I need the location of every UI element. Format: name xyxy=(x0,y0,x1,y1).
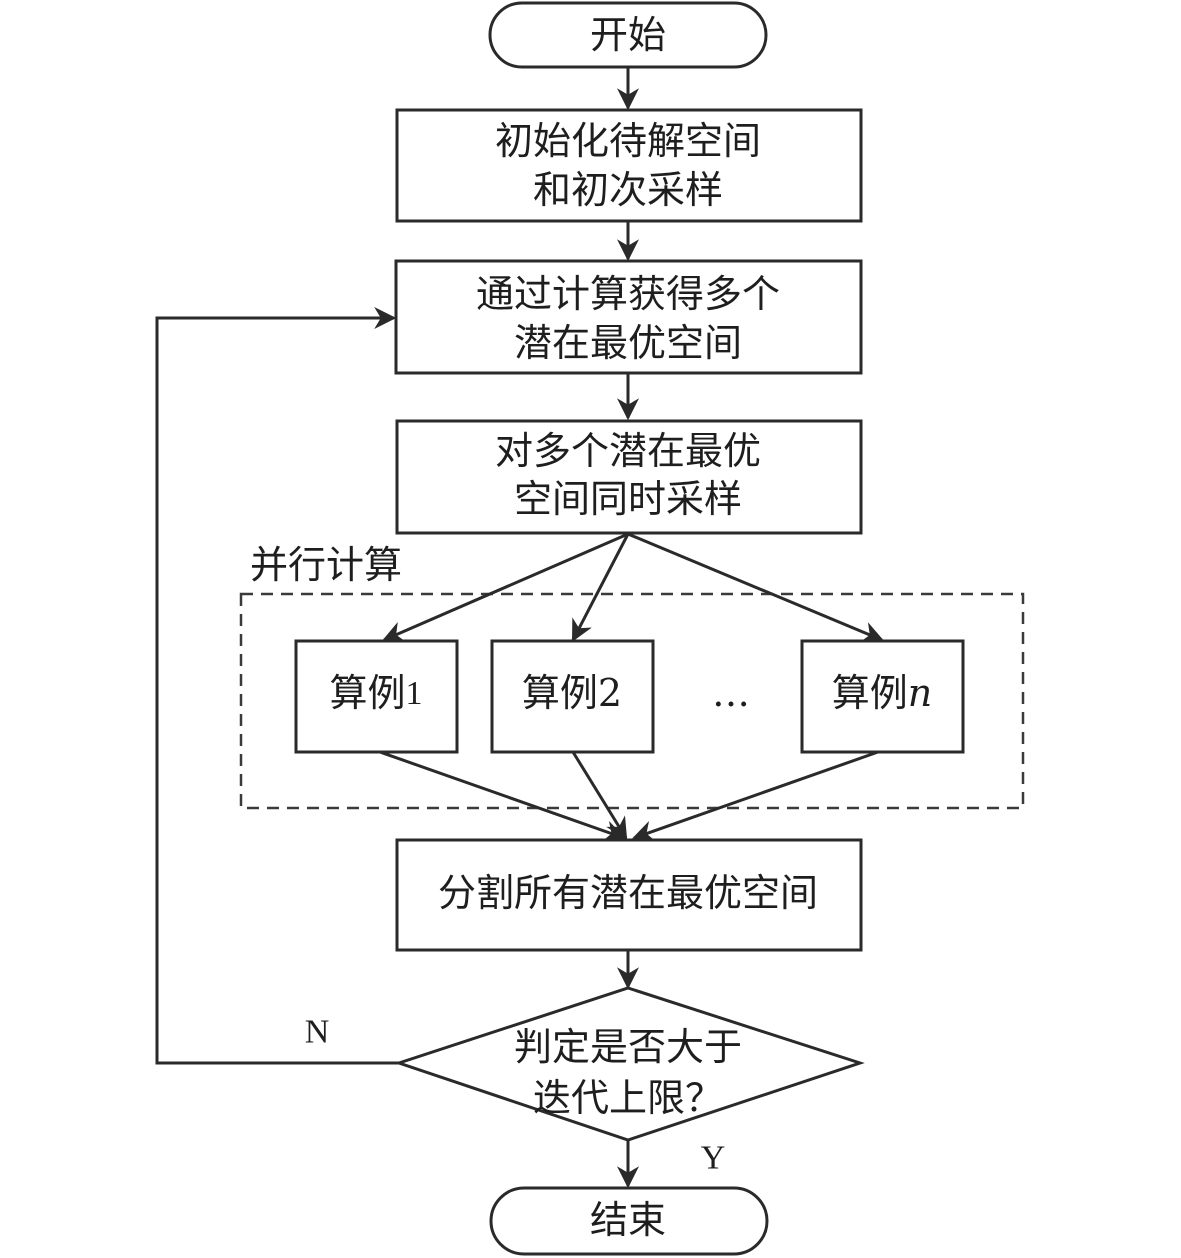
start-label: 开始 xyxy=(590,13,666,57)
parallel-label: 并行计算 xyxy=(250,543,402,587)
case-1-label: 算例1 xyxy=(329,671,422,715)
start-node: 开始 xyxy=(488,1,768,69)
init-node: 初始化待解空间 和初次采样 xyxy=(395,108,863,223)
sample-label-line2: 空间同时采样 xyxy=(514,477,742,521)
init-label-line2: 和初次采样 xyxy=(533,168,723,212)
sample-label-line1: 对多个潜在最优 xyxy=(495,429,761,473)
case-node-2: 算例2 xyxy=(490,639,655,754)
decision-label-line2: 迭代上限？ xyxy=(533,1076,723,1120)
decision-node: 判定是否大于 迭代上限？ xyxy=(394,986,865,1142)
arrow-sample-to-casen xyxy=(627,532,885,643)
end-label: 结束 xyxy=(590,1198,666,1242)
case-2-label: 算例2 xyxy=(522,671,622,715)
ellipsis: … xyxy=(712,671,750,715)
yes-label: Y xyxy=(701,1140,726,1177)
split-node: 分割所有潜在最优空间 xyxy=(395,838,863,952)
compute-node: 通过计算获得多个 潜在最优空间 xyxy=(394,259,863,375)
case-n-label: 算例n xyxy=(832,671,933,715)
arrow-case1-to-split xyxy=(379,750,627,842)
compute-label-line2: 潜在最优空间 xyxy=(514,321,742,365)
case-node-1: 算例1 xyxy=(294,639,459,754)
compute-label-line1: 通过计算获得多个 xyxy=(476,272,780,316)
case-node-n: 算例n xyxy=(800,639,965,754)
arrow-sample-to-case1 xyxy=(381,532,629,643)
arrow-sample-to-case2 xyxy=(571,533,630,642)
arrow-no-loop-back xyxy=(155,307,399,1065)
init-label-line1: 初始化待解空间 xyxy=(495,119,761,163)
arrow-case2-to-split xyxy=(571,751,628,840)
arrow-casen-to-split xyxy=(631,750,879,842)
end-node: 结束 xyxy=(489,1186,769,1256)
sample-node: 对多个潜在最优 空间同时采样 xyxy=(395,419,863,535)
no-label: N xyxy=(305,1014,330,1051)
decision-label-line1: 判定是否大于 xyxy=(514,1025,742,1069)
parallel-group xyxy=(239,592,1025,810)
split-label: 分割所有潜在最优空间 xyxy=(438,871,818,915)
